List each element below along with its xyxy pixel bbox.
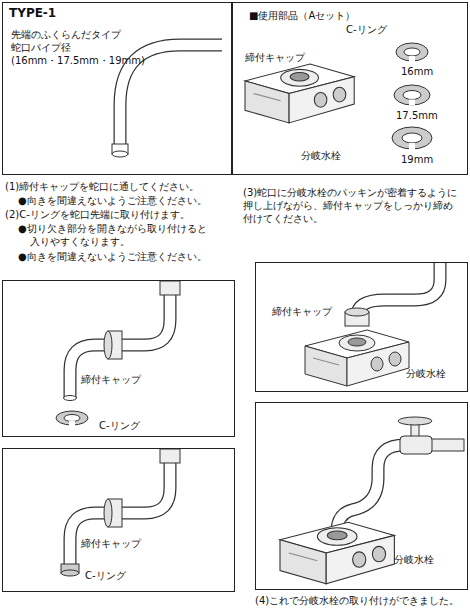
type-box: TYPE-1 先端のふくらんだタイプ蛇口パイプ径(16mm・17.5mm・19mm… [2, 2, 232, 175]
instruction-text: ●向きを間違えないようご注意ください。 [18, 194, 207, 207]
instruction-text: ●向きを間違えないようご注意ください。 [18, 250, 207, 263]
pipe-fill [70, 280, 170, 398]
c-ring-hole [64, 415, 80, 422]
faucet-joint [160, 449, 180, 463]
step-panel: 締付キャップ C-リング [2, 280, 235, 437]
part-label: 締付キャップ [81, 537, 141, 550]
pipe-outline [70, 448, 170, 572]
panel-c-art [305, 262, 440, 386]
instruction-text: (3)蛇口に分岐水栓のパッキンが密着するように 押し上げながら、締付キャップをし… [243, 186, 465, 225]
c-ring-hole [404, 48, 420, 56]
part-label: 分岐水栓 [394, 553, 434, 566]
cap-face [104, 499, 112, 527]
pipe-fill [357, 262, 440, 316]
faucet-body [400, 436, 432, 454]
c-ring [396, 43, 428, 61]
pipe-end [64, 396, 77, 401]
c-ring-hole [402, 133, 422, 143]
part-label: C-リング [99, 419, 140, 432]
c-ring [394, 85, 430, 105]
pipe-end [112, 151, 128, 157]
part-label: 先端のふくらんだタイプ [11, 28, 121, 41]
part-label: C-リング [346, 23, 387, 36]
pipe-outline [337, 445, 405, 532]
instruction-text: (4)これで分岐水栓の取り付けができました。 [255, 594, 459, 607]
instruction-text: (1)締付キャップを蛇口に通してください。 [5, 180, 199, 193]
c-ring [56, 411, 88, 425]
cap-face [104, 331, 112, 359]
pipe-outline [357, 262, 440, 316]
instruction-text: (2)C-リングを蛇口先端に取り付けます。 [5, 208, 190, 221]
part-label: 分岐水栓 [301, 149, 341, 162]
pipe-outline [70, 280, 170, 398]
c-rings [392, 43, 432, 150]
faucet-joint [160, 281, 180, 295]
handle [398, 417, 432, 425]
c-ring [392, 127, 432, 149]
pipe-fill [70, 448, 170, 572]
c-ring-notch [409, 56, 415, 62]
part-label: ■使用部品（Aセット） [249, 9, 355, 22]
cap-face [345, 308, 369, 316]
part-label: 締付キャップ [245, 51, 305, 64]
diverter-valve [245, 64, 354, 123]
type-heading: TYPE-1 [9, 7, 56, 20]
part-label: 分岐水栓 [406, 367, 446, 380]
panel-b-art [61, 448, 180, 576]
step-panel: 締付キャップ C-リング [2, 448, 235, 592]
part-label: C-リング [85, 569, 126, 582]
wall-pipe [430, 439, 464, 451]
c-ring-notch [69, 421, 75, 426]
diverter-valve [280, 522, 394, 584]
handle-stem [411, 424, 419, 437]
part-label: 蛇口パイプ径 [11, 41, 71, 54]
diverter-valve [305, 330, 409, 386]
c-ring-edge [61, 570, 79, 576]
c-ring-hole [403, 91, 421, 100]
c-ring-notch [409, 143, 415, 150]
parts-box: ■使用部品（Aセット） 締付キャップ C-リング 16mm 17.5mm 19mm 分岐水栓 [232, 2, 468, 175]
part-label: 締付キャップ [272, 305, 332, 318]
instruction-text: ●切り欠き部分を開きながら取り付けると 入りやすくなります。 [18, 222, 218, 248]
part-label: 19mm [401, 153, 433, 166]
part-label: (16mm・17.5mm・19mm) [11, 54, 145, 67]
panel-a-art [56, 280, 180, 426]
step-panel: 分岐水栓 [255, 402, 468, 590]
part-label: 締付キャップ [81, 373, 141, 386]
c-ring-notch [409, 100, 415, 106]
part-label: 17.5mm [396, 109, 438, 122]
part-label: 16mm [401, 65, 433, 78]
panel-d-art [280, 417, 464, 584]
pipe-fill [337, 445, 405, 532]
step-panel: 締付キャップ分岐水栓 [255, 262, 468, 392]
